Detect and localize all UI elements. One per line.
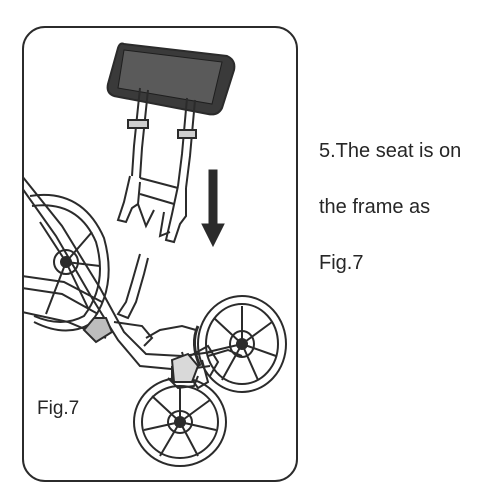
down-arrow-icon — [201, 169, 225, 248]
panel-border — [22, 26, 298, 482]
seat-post-right — [177, 97, 188, 187]
frame-seat-mount — [116, 253, 149, 320]
seat-leg-left — [116, 175, 141, 224]
figure-panel — [22, 26, 298, 482]
caption-line-1: 5.The seat is on — [319, 140, 462, 162]
figure-label: Fig.7 — [37, 398, 80, 419]
instruction-caption: 5.The seat is on the frame as Fig.7 — [319, 109, 494, 305]
illustration — [22, 26, 298, 482]
caption-line-2: the frame as — [319, 196, 431, 218]
left-wheel — [29, 193, 110, 332]
rear-wheel — [193, 295, 287, 393]
front-fork — [170, 344, 220, 383]
seat-post-left — [131, 87, 141, 177]
seat-leg-right — [164, 185, 187, 244]
caption-line-3: Fig.7 — [319, 252, 364, 274]
seat-assembly — [106, 42, 236, 244]
